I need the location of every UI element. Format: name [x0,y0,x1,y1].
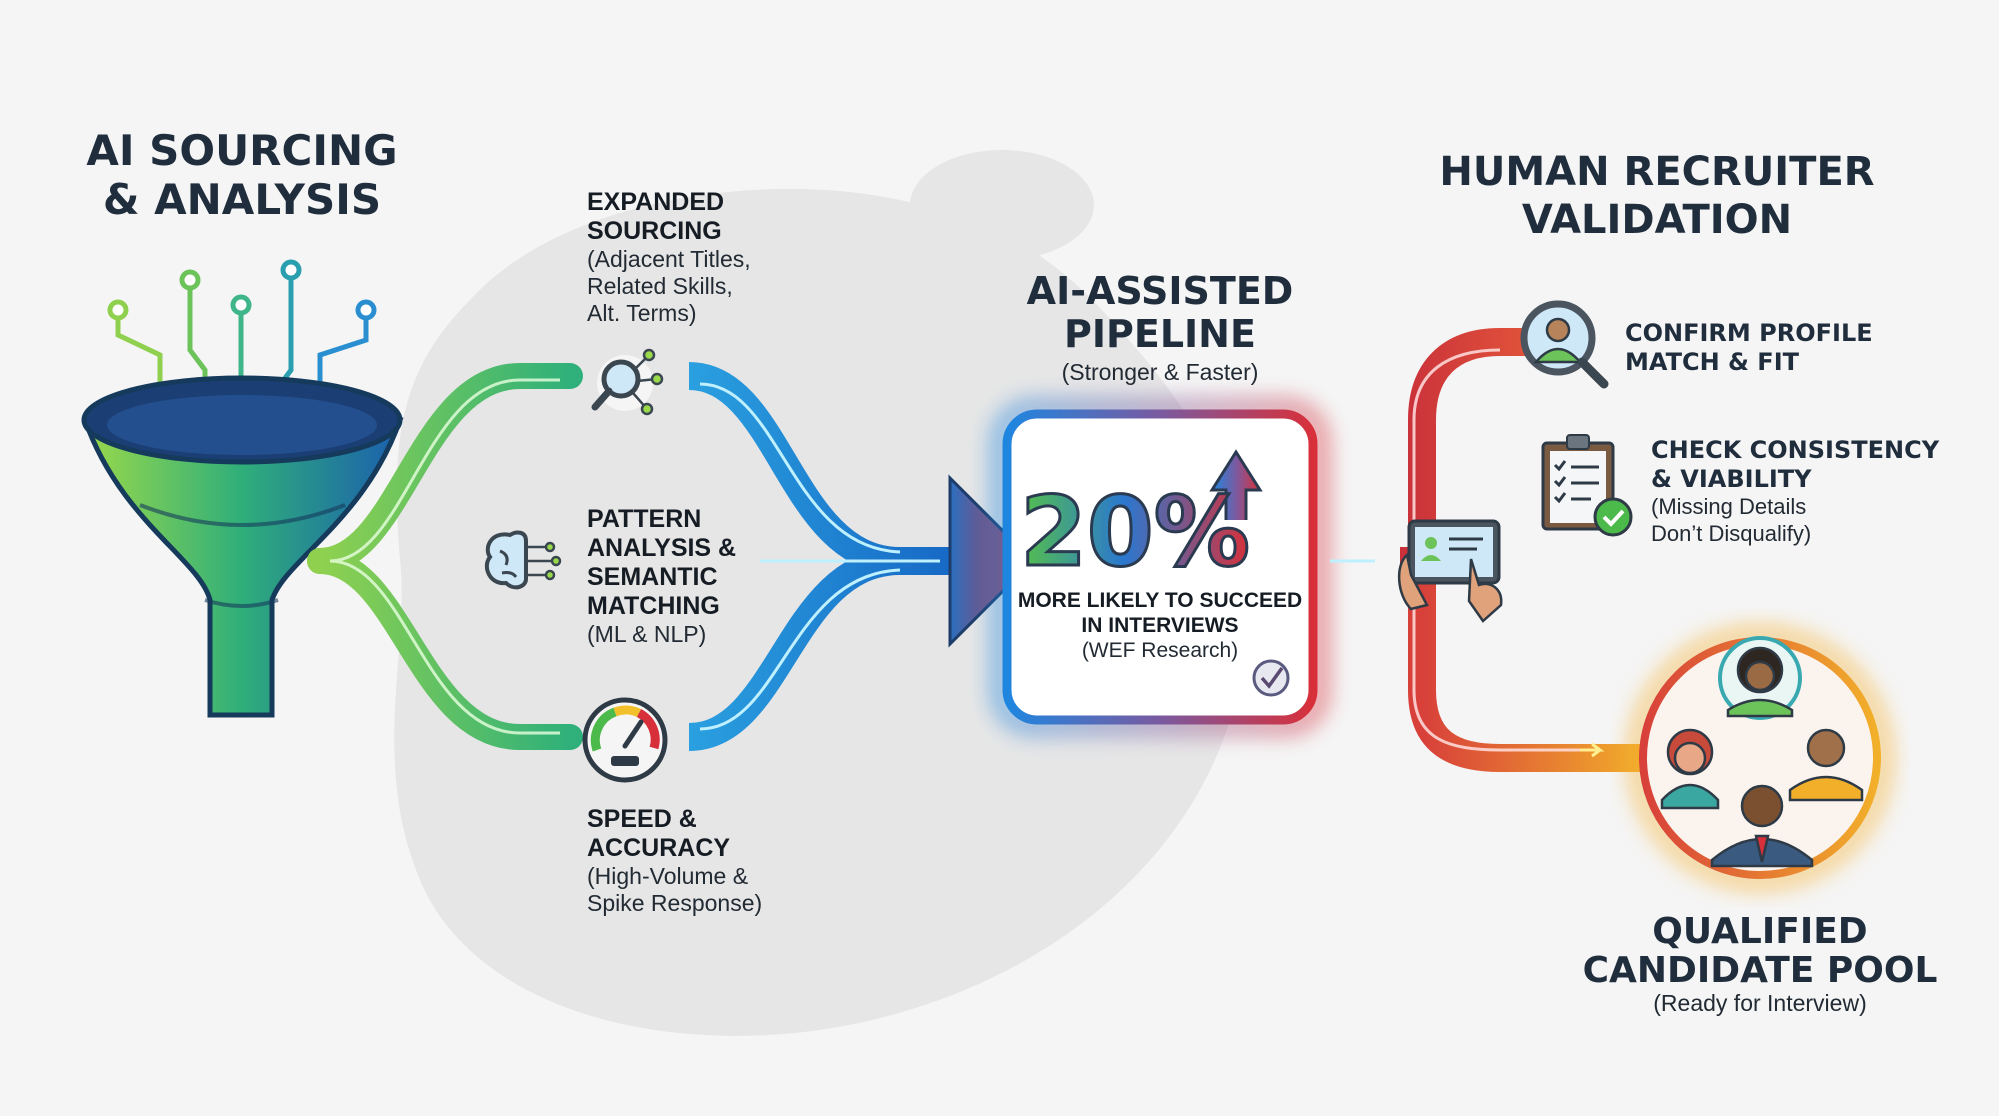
step-speed-title-2: ACCURACY [587,834,730,862]
center-title-line2: PIPELINE [1064,312,1256,356]
step-expanded-detail-2: Related Skills, [587,273,733,299]
step-expanded-detail-3: Alt. Terms) [587,300,696,326]
check-confirm-title-2: MATCH & FIT [1625,348,1800,376]
stat-source: (WEF Research) [1082,639,1238,662]
arrow-up-icon [1209,449,1263,520]
check-consistency-title-2: & VIABILITY [1651,465,1812,493]
result-title-line1: QUALIFIED [1652,911,1867,952]
check-confirm-title-1: CONFIRM PROFILE [1625,319,1873,347]
check-consistency-title-1: CHECK CONSISTENCY [1651,436,1940,464]
left-title-line2: & ANALYSIS [103,175,381,224]
magnifier-network-icon [591,348,664,416]
center-subtitle: (Stronger & Faster) [1062,359,1259,385]
step-speed-detail-1: (High-Volume & [587,863,748,889]
center-title-line1: AI-ASSISTED [1027,269,1294,313]
right-title-line1: HUMAN RECRUITER [1439,149,1874,195]
result-subtitle: (Ready for Interview) [1653,990,1866,1016]
clipboard-check-icon [1541,434,1633,537]
funnel-icon [81,375,404,718]
step-pattern-title-1: PATTERN [587,505,701,533]
step-pattern-title-2: ANALYSIS & [587,534,736,562]
result-title-line2: CANDIDATE POOL [1583,950,1938,991]
step-speed-detail-2: Spike Response) [587,890,762,916]
green-flow-paths [307,363,583,750]
yellow-arrow-tip [1580,742,1605,758]
step-expanded-title-2: SOURCING [587,217,722,245]
step-expanded-detail-1: (Adjacent Titles, [587,246,751,272]
profile-search-icon [1520,300,1609,389]
check-consistency-detail-1: (Missing Details [1651,494,1806,519]
stat-line1: MORE LIKELY TO SUCCEED [1018,589,1302,612]
tablet-hand-icon [1397,519,1503,623]
step-speed-title-1: SPEED & [587,805,697,833]
step-pattern-detail-1: (ML & NLP) [587,621,706,647]
candidate-pool-glow [1626,624,1894,892]
check-consistency-detail-2: Don’t Disqualify) [1651,521,1811,546]
left-title-line1: AI SOURCING [86,126,397,175]
stat-line2: IN INTERVIEWS [1081,614,1238,637]
step-expanded-title-1: EXPANDED [587,188,724,216]
speedometer-icon [582,697,668,783]
candidate-avatars-icon [1660,636,1864,868]
background-blob-small [910,150,1094,260]
step-pattern-title-4: MATCHING [587,592,720,620]
brain-circuit-icon [484,530,562,590]
right-title-line2: VALIDATION [1522,197,1792,243]
check-circle-icon [1252,659,1290,697]
step-pattern-title-3: SEMANTIC [587,563,718,591]
stat-value: 20% [1020,476,1250,588]
